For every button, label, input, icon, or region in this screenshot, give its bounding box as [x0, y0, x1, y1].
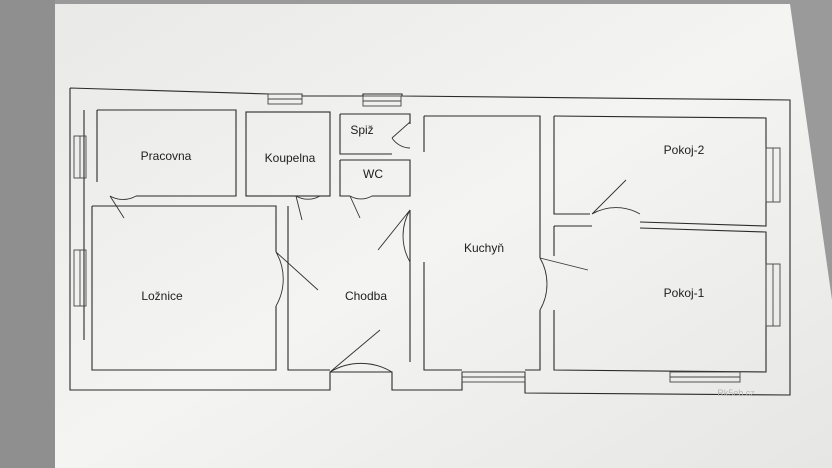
- room-label-wc: WC: [363, 167, 383, 181]
- room-label-spiz: Spiž: [350, 123, 373, 137]
- room-label-pokoj1: Pokoj-1: [664, 286, 705, 300]
- doors: [109, 121, 641, 373]
- room-label-koupelna: Koupelna: [265, 151, 316, 165]
- room-label-chodba: Chodba: [345, 289, 387, 303]
- room-label-loznice: Ložnice: [141, 289, 183, 303]
- room-label-pracovna: Pracovna: [141, 149, 192, 163]
- room-label-kuchyn: Kuchyň: [464, 241, 504, 255]
- outer-walls: [69, 87, 791, 396]
- windows: [73, 93, 781, 383]
- inner-walls: [91, 109, 767, 373]
- watermark: Rk5eb.cz: [717, 388, 755, 398]
- paper-sheet: [50, 4, 832, 468]
- shadow-left: [0, 0, 55, 468]
- room-label-pokoj2: Pokoj-2: [664, 143, 705, 157]
